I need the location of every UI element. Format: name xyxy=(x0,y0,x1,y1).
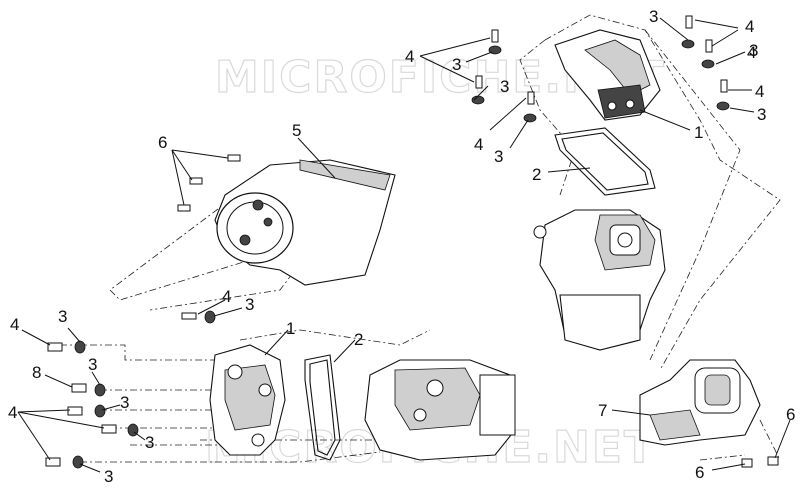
callout-1: 1 xyxy=(694,123,703,142)
callout-4: 4 xyxy=(405,47,414,66)
valve-cover-left xyxy=(209,344,286,456)
callout-8: 8 xyxy=(32,363,41,382)
callout-2: 2 xyxy=(532,165,541,184)
cylinder-head-bottom xyxy=(364,359,516,461)
callout-3: 3 xyxy=(500,77,509,96)
callout-3: 3 xyxy=(494,147,503,166)
callout-6: 6 xyxy=(786,405,795,424)
callout-3: 3 xyxy=(88,355,97,374)
callout-5: 5 xyxy=(292,121,301,140)
callout-6: 6 xyxy=(695,463,704,482)
callout-3: 3 xyxy=(104,467,113,486)
callout-3: 3 xyxy=(749,41,758,60)
callout-4: 4 xyxy=(747,43,756,62)
callout-3: 3 xyxy=(245,295,254,314)
callout-4: 4 xyxy=(474,135,483,154)
callout-labels: 3 4 4 3 4 3 4 3 1 4 3 3 2 6 5 4 3 4 3 1 … xyxy=(8,7,795,486)
callout-3: 3 xyxy=(452,55,461,74)
valve-cover-top xyxy=(554,29,661,121)
callout-4: 4 xyxy=(755,82,764,101)
callout-3: 3 xyxy=(120,393,129,412)
callout-7: 7 xyxy=(598,401,607,420)
gasket-top xyxy=(554,127,656,196)
callout-3: 3 xyxy=(58,307,67,326)
callout-4: 4 xyxy=(8,403,17,422)
callout-3: 3 xyxy=(145,433,154,452)
callout-3: 3 xyxy=(649,7,658,26)
callout-4: 4 xyxy=(10,315,19,334)
callout-2: 2 xyxy=(354,330,363,349)
callout-4: 4 xyxy=(745,17,754,36)
callout-4: 4 xyxy=(222,287,231,306)
side-cover xyxy=(214,159,396,286)
cylinder-head-right xyxy=(533,209,666,351)
callout-1: 1 xyxy=(286,319,295,338)
gasket-left xyxy=(304,354,341,461)
leader-lines xyxy=(17,17,791,473)
callout-6: 6 xyxy=(158,133,167,152)
fasteners xyxy=(45,15,779,469)
mount-bracket xyxy=(639,359,761,446)
callout-3: 3 xyxy=(757,105,766,124)
